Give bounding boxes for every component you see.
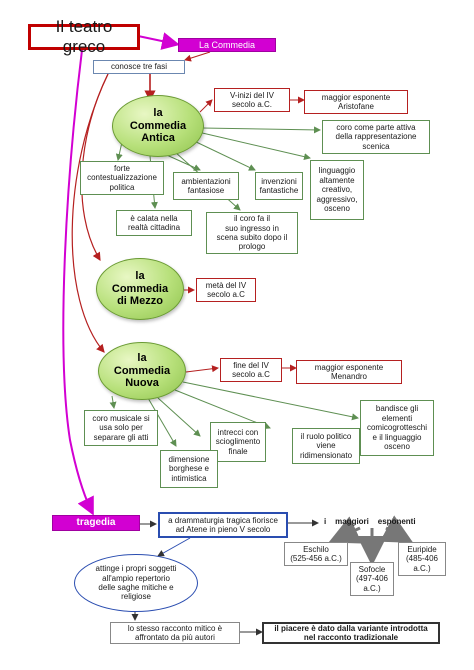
commedia-antica-node: la Commedia Antica — [112, 95, 204, 157]
euripide-box: Euripide (485-406 a.C.) — [398, 542, 446, 576]
tragedia-label: tragedia — [52, 515, 140, 531]
antica-invenzioni-box: invenzioni fantastiche — [255, 172, 303, 200]
nuova-intrecci-box: intrecci con scioglimento finale — [210, 422, 266, 462]
commedia-mezzo-node: la Commedia di Mezzo — [96, 258, 184, 320]
antica-calata-box: è calata nella realtà cittadina — [116, 210, 192, 236]
antica-esponente-box: maggior esponente Aristofane — [304, 90, 408, 114]
sofocle-box: Sofocle (497-406 a.C.) — [350, 562, 394, 596]
antica-linguaggio-box: linguaggio altamente creativo, aggressiv… — [310, 160, 364, 220]
antica-coro-fa-box: il coro fa il suo ingresso in scena subi… — [206, 212, 298, 254]
nuova-ruolo-box: il ruolo politico viene ridimensionato — [292, 428, 360, 464]
antica-date-box: V-inizi del IV secolo a.C. — [214, 88, 290, 112]
tragedia-fiorisce-box: a drammaturgia tragica fiorisce ad Atene… — [158, 512, 288, 538]
attinge-ellipse: attinge i propri soggetti all'ampio repe… — [74, 554, 198, 612]
nuova-esponente-box: maggior esponente Menandro — [296, 360, 402, 384]
commedia-nuova-node: la Commedia Nuova — [98, 342, 186, 400]
antica-forte-box: forte contestualizzazione politica — [80, 161, 164, 195]
diagram-title: Il teatro greco — [28, 17, 140, 56]
nuova-bandisce-box: bandisce gli elementi comicogrotteschi e… — [360, 400, 434, 456]
fasi-box: conosce tre fasi — [93, 60, 185, 74]
racconto-box: lo stesso racconto mitico è affrontato d… — [110, 622, 240, 644]
antica-coro-box: coro come parte attiva della rappresenta… — [322, 120, 430, 154]
antica-ambientazioni-box: ambientazioni fantasiose — [173, 172, 239, 200]
nuova-coro-box: coro musicale si usa solo per separare g… — [84, 410, 158, 446]
maggiori-esponenti-label: i maggiori esponenti — [324, 517, 416, 527]
commedia-label: La Commedia — [178, 38, 276, 52]
nuova-date-box: fine del IV secolo a.C — [220, 358, 282, 382]
eschilo-box: Eschilo (525-456 a.C.) — [284, 542, 348, 566]
mezzo-date-box: metà del IV secolo a.C — [196, 278, 256, 302]
piacere-box: il piacere è dato dalla variante introdo… — [262, 622, 440, 644]
nuova-dimensione-box: dimensione borghese e intimistica — [160, 450, 218, 488]
